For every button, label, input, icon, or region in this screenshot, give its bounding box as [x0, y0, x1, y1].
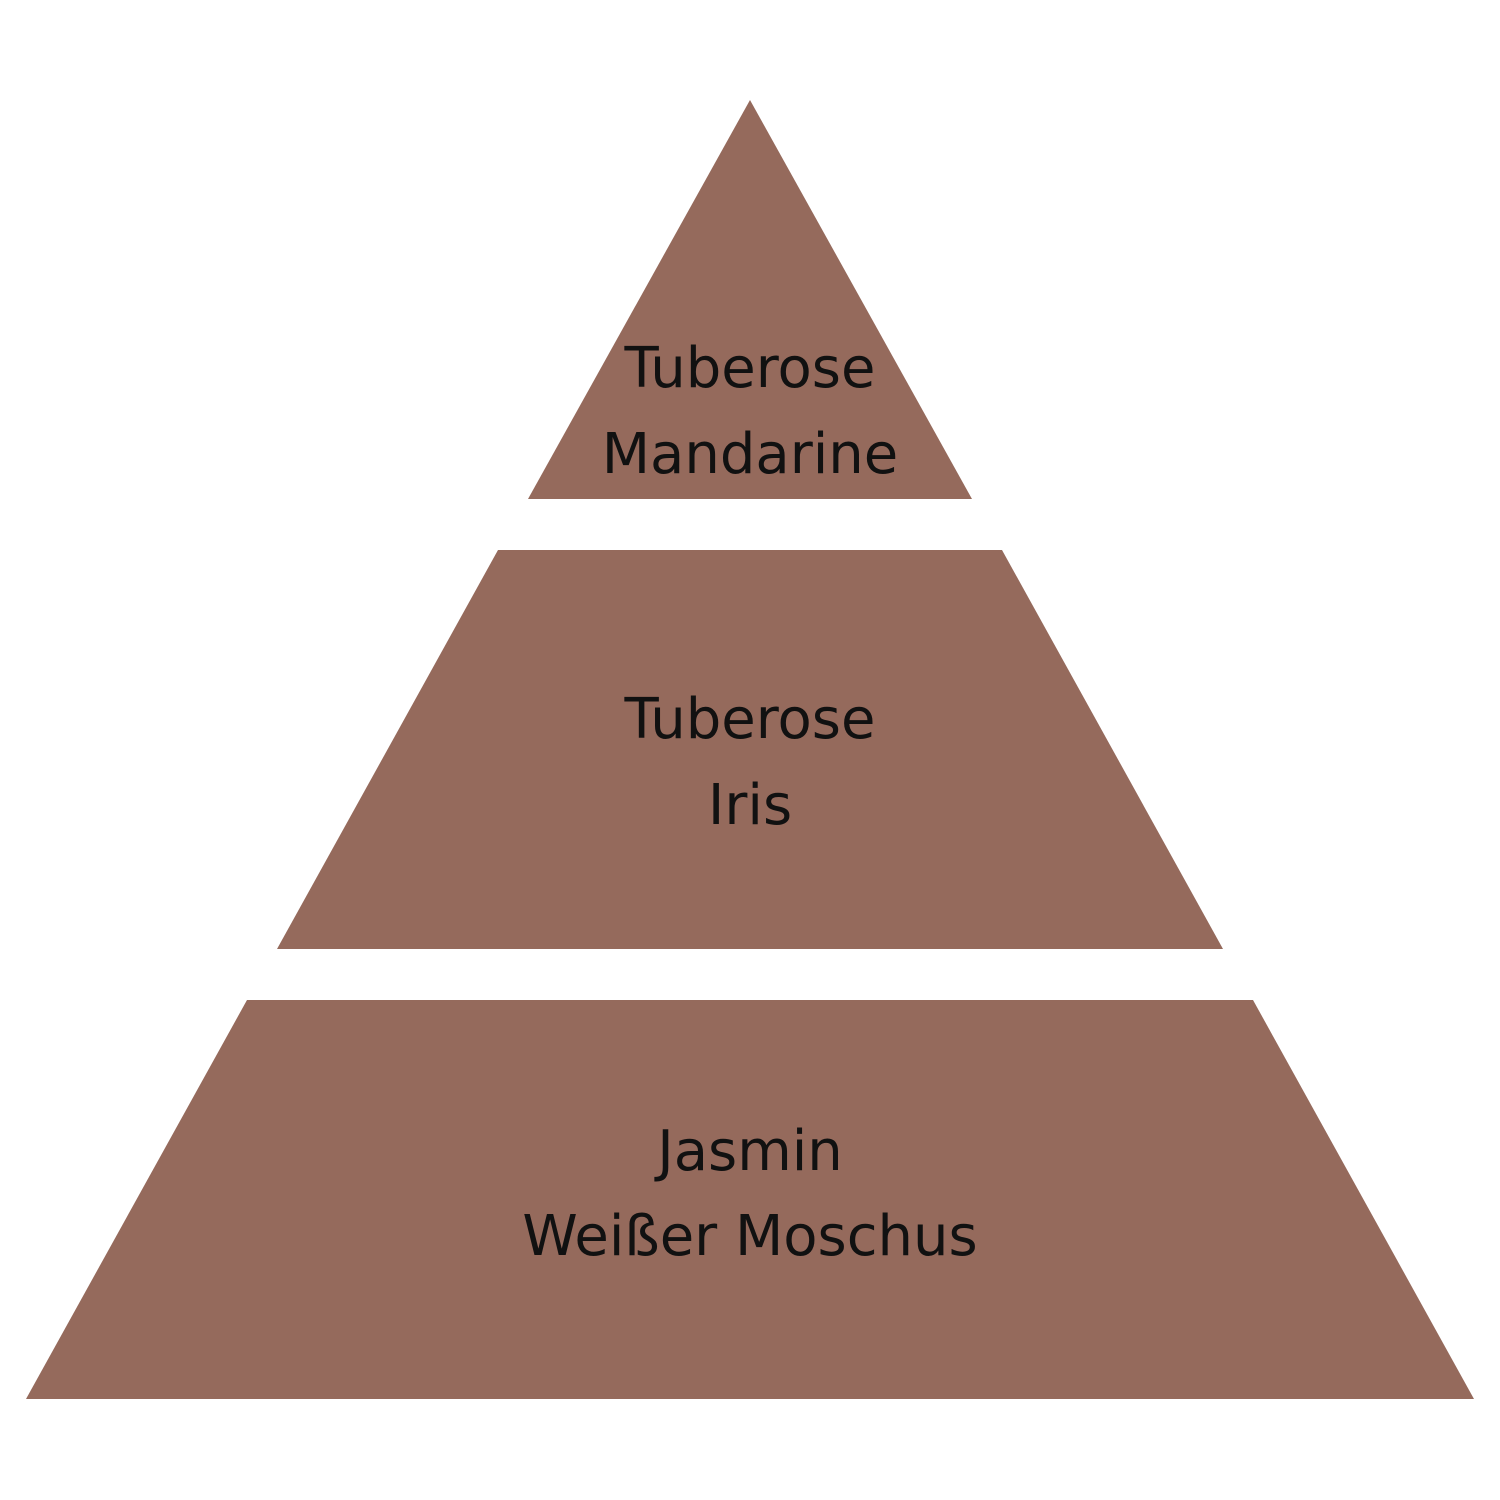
pyramid-tier-top-shape: [528, 100, 972, 499]
pyramid-tier-base-shape: [26, 1000, 1474, 1399]
tier-top-label-line-1: Tuberose: [624, 336, 876, 401]
pyramid-tier-base: Jasmin Weißer Moschus: [26, 1000, 1474, 1399]
pyramid-tier-middle: Tuberose Iris: [277, 550, 1223, 949]
tier-base-label-line-2: Weißer Moschus: [522, 1204, 977, 1269]
tier-middle-label-line-1: Tuberose: [624, 687, 876, 752]
tier-base-label-line-1: Jasmin: [654, 1119, 843, 1184]
pyramid-tier-top: Tuberose Mandarine: [528, 100, 972, 499]
pyramid-tier-middle-shape: [277, 550, 1223, 949]
tier-top-label-line-2: Mandarine: [602, 422, 899, 487]
tier-middle-label-line-2: Iris: [708, 773, 792, 838]
